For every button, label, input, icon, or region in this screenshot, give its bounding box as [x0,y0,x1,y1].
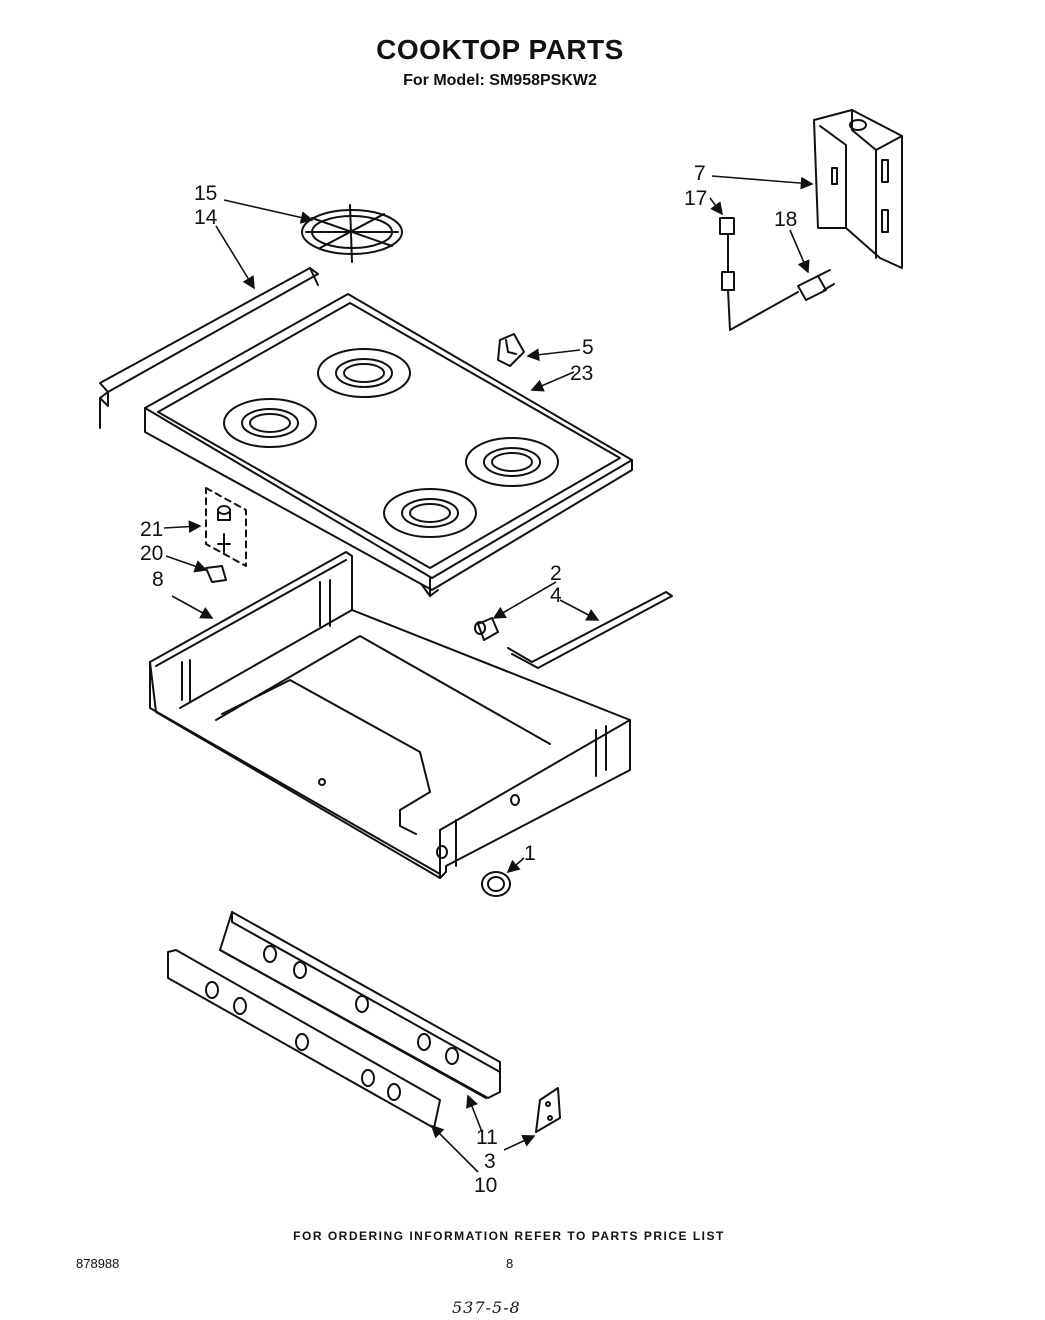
burner-box-part [149,551,631,879]
channel-bracket-part [219,911,501,1099]
callout-4: 4 [550,584,562,607]
callout-17: 17 [684,187,707,210]
callout-15: 15 [194,182,217,205]
front-panel-strip-part [167,949,441,1129]
page-title: COOKTOP PARTS [376,34,624,65]
connector-part-17 [719,217,735,331]
power-plug-part [729,269,835,331]
handwritten-note: 537-5-8 [452,1298,521,1317]
cooktop-main-part [144,293,633,597]
callout-14: 14 [194,206,218,229]
leader-lines [163,175,814,1173]
callout-2: 2 [550,562,562,585]
model-subtitle: For Model: SM958PSKW2 [403,72,597,89]
callout-21: 21 [140,518,163,541]
junction-box-part [813,109,903,269]
small-bracket-part-3 [535,1087,561,1133]
tube-part-4 [507,591,673,669]
cap-part-1 [481,871,511,897]
callout-3: 3 [484,1150,496,1173]
rear-trim-part [99,267,319,429]
ordering-note: FOR ORDERING INFORMATION REFER TO PARTS … [293,1229,725,1243]
screw-bracket-group [205,487,247,583]
clip-part-5 [497,333,525,367]
callout-5: 5 [582,336,594,359]
callout-7: 7 [694,162,706,185]
callout-8: 8 [152,568,164,591]
burner-grate-part [301,204,403,263]
callout-1: 1 [524,842,536,865]
document-number: 878988 [76,1256,120,1271]
callout-11: 11 [476,1126,498,1149]
callout-10: 10 [474,1174,497,1197]
callout-18: 18 [774,208,797,231]
callout-23: 23 [570,362,593,385]
page-number: 8 [506,1256,514,1271]
callout-20: 20 [140,542,163,565]
orifice-part-2 [474,617,499,641]
